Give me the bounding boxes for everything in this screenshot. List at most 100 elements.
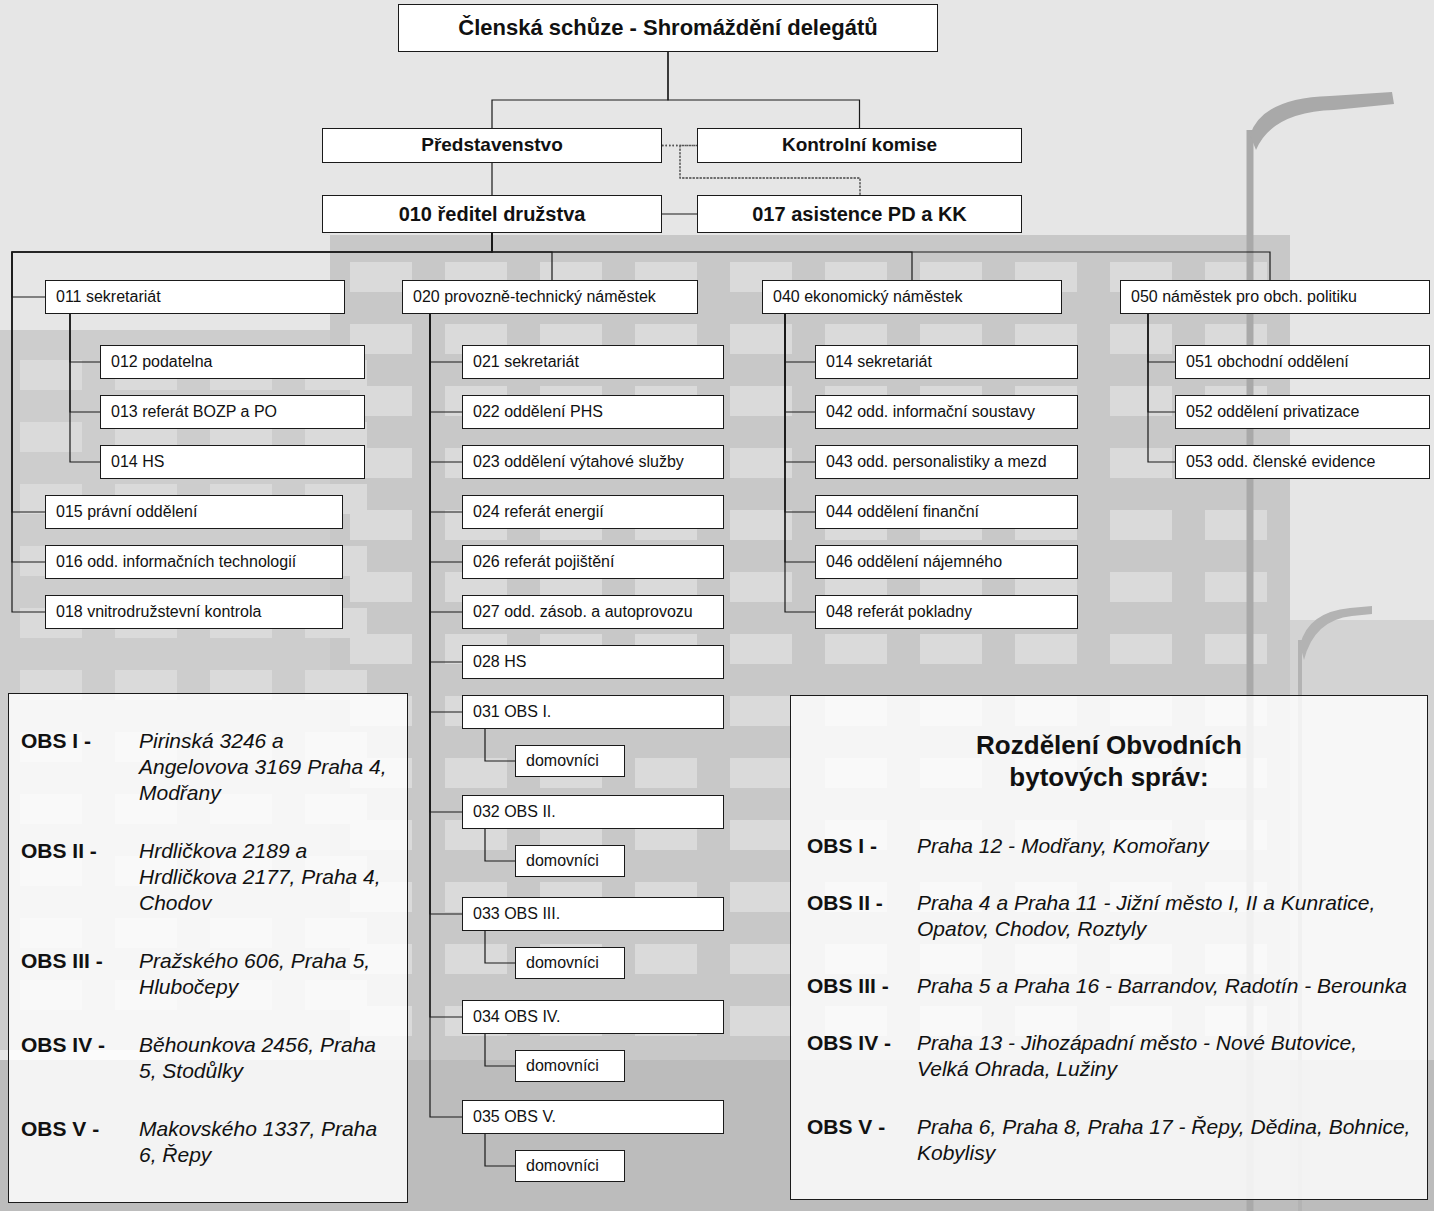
district-office-name: OBS III - [807, 973, 911, 999]
building-window [730, 572, 792, 602]
building-window [730, 696, 792, 726]
box-label: 031 OBS I. [473, 703, 551, 721]
reporting-line [430, 314, 462, 612]
box-label: 040 ekonomický náměstek [773, 288, 962, 306]
building-window [730, 510, 792, 540]
reporting-line [485, 1034, 515, 1066]
building-window [1205, 510, 1267, 540]
building-window [1110, 324, 1172, 354]
district-area: Praha 12 - Modřany, Komořany [917, 833, 1411, 859]
unit-box: 021 sekretariát [462, 345, 724, 379]
box-label: 011 sekretariát [56, 288, 161, 306]
box-label: 026 referát pojištění [473, 553, 614, 571]
box-label: 052 oddělení privatizace [1186, 403, 1359, 421]
reporting-line [12, 233, 492, 512]
assembly-box: Členská schůze - Shromáždění delegátů [398, 4, 938, 52]
building-window [730, 944, 792, 974]
box-label: 014 HS [111, 453, 164, 471]
box-label: 028 HS [473, 653, 526, 671]
box-label: 046 oddělení nájemného [826, 553, 1002, 571]
building-window [1110, 510, 1172, 540]
building-window [730, 634, 792, 664]
address-panel: OBS I -Pirinská 3246 a Angelovova 3169 P… [8, 693, 408, 1203]
reporting-line [430, 314, 462, 712]
reporting-line [492, 233, 912, 280]
reporting-line [70, 314, 100, 462]
building-window [1110, 448, 1172, 478]
building-window [920, 634, 982, 664]
box-label: 018 vnitrodružstevní kontrola [56, 603, 261, 621]
department-box: 011 sekretariát [45, 280, 345, 314]
box-label: 021 sekretariát [473, 353, 579, 371]
box-label: 012 podatelna [111, 353, 212, 371]
box-label: 027 odd. zásob. a autoprovozu [473, 603, 693, 621]
box-label: 043 odd. personalistiky a mezd [826, 453, 1047, 471]
department-head-box: 050 náměstek pro obch. politiku [1120, 280, 1430, 314]
district-office-box: 031 OBS I. [462, 695, 724, 729]
district-panel: Rozdělení Obvodních bytových správ:OBS I… [790, 695, 1428, 1200]
department-head-box: 020 provozně-technický náměstek [402, 280, 698, 314]
reporting-line [785, 314, 815, 612]
reporting-line [492, 233, 1270, 280]
box-label: Představenstvo [421, 135, 563, 156]
unit-box: 027 odd. zásob. a autoprovozu [462, 595, 724, 629]
reporting-line [485, 931, 515, 963]
box-label: 050 náměstek pro obch. politiku [1131, 288, 1357, 306]
office-address: Pirinská 3246 a Angelovova 3169 Praha 4,… [139, 728, 395, 807]
reporting-line [785, 314, 815, 512]
building-window [730, 448, 792, 478]
unit-box: 028 HS [462, 645, 724, 679]
building-window [445, 944, 507, 974]
office-address: Pražského 606, Praha 5, Hlubočepy [139, 948, 395, 1001]
unit-box: 016 odd. informačních technologií [45, 545, 343, 579]
reporting-line [785, 314, 815, 412]
district-area: Praha 13 - Jihozápadní město - Nové Buto… [917, 1030, 1411, 1083]
district-office-box: 033 OBS III. [462, 897, 724, 931]
board-box: Představenstvo [322, 128, 662, 163]
office-address: Hrdličkova 2189 a Hrdličkova 2177, Praha… [139, 838, 395, 917]
unit-box: 014 sekretariát [815, 345, 1078, 379]
reporting-line [668, 52, 860, 128]
director-box: 017 asistence PD a KK [697, 195, 1022, 233]
box-label: 032 OBS II. [473, 803, 556, 821]
box-label: domovníci [526, 852, 599, 870]
reporting-line [70, 314, 100, 412]
unit-box: 023 oddělení výtahové služby [462, 445, 724, 479]
building-window [20, 422, 82, 452]
box-label: 020 provozně-technický náměstek [413, 288, 656, 306]
reporting-line [492, 233, 552, 280]
building-window [635, 944, 697, 974]
box-label: 024 referát energií [473, 503, 604, 521]
reporting-line [430, 314, 462, 462]
box-label: 035 OBS V. [473, 1108, 556, 1126]
building-window [730, 324, 792, 354]
box-label: 016 odd. informačních technologií [56, 553, 296, 571]
reporting-line [785, 314, 815, 362]
unit-box: 015 právní oddělení [45, 495, 343, 529]
box-label: 051 obchodní oddělení [1186, 353, 1349, 371]
unit-box: 048 referát pokladny [815, 595, 1078, 629]
office-address: Makovského 1337, Praha 6, Řepy [139, 1116, 395, 1169]
reporting-line [70, 314, 100, 362]
district-office-name: OBS II - [807, 890, 911, 943]
janitor-box: domovníci [515, 947, 625, 979]
district-office-name: OBS I - [807, 833, 911, 859]
reporting-line [430, 314, 462, 512]
district-office-name: OBS V - [21, 1116, 133, 1169]
box-label: 023 oddělení výtahové služby [473, 453, 684, 471]
box-label: domovníci [526, 954, 599, 972]
reporting-line [785, 314, 815, 562]
building-window [730, 386, 792, 416]
reporting-line [430, 314, 462, 812]
district-office-name: OBS III - [21, 948, 133, 1001]
district-office-name: OBS V - [807, 1114, 911, 1167]
building-window [730, 820, 792, 850]
reporting-line [430, 314, 462, 662]
building-window [1015, 634, 1077, 664]
reporting-line [430, 314, 462, 914]
box-label: domovníci [526, 1057, 599, 1075]
janitor-box: domovníci [515, 1050, 625, 1082]
reporting-line [430, 314, 462, 1017]
